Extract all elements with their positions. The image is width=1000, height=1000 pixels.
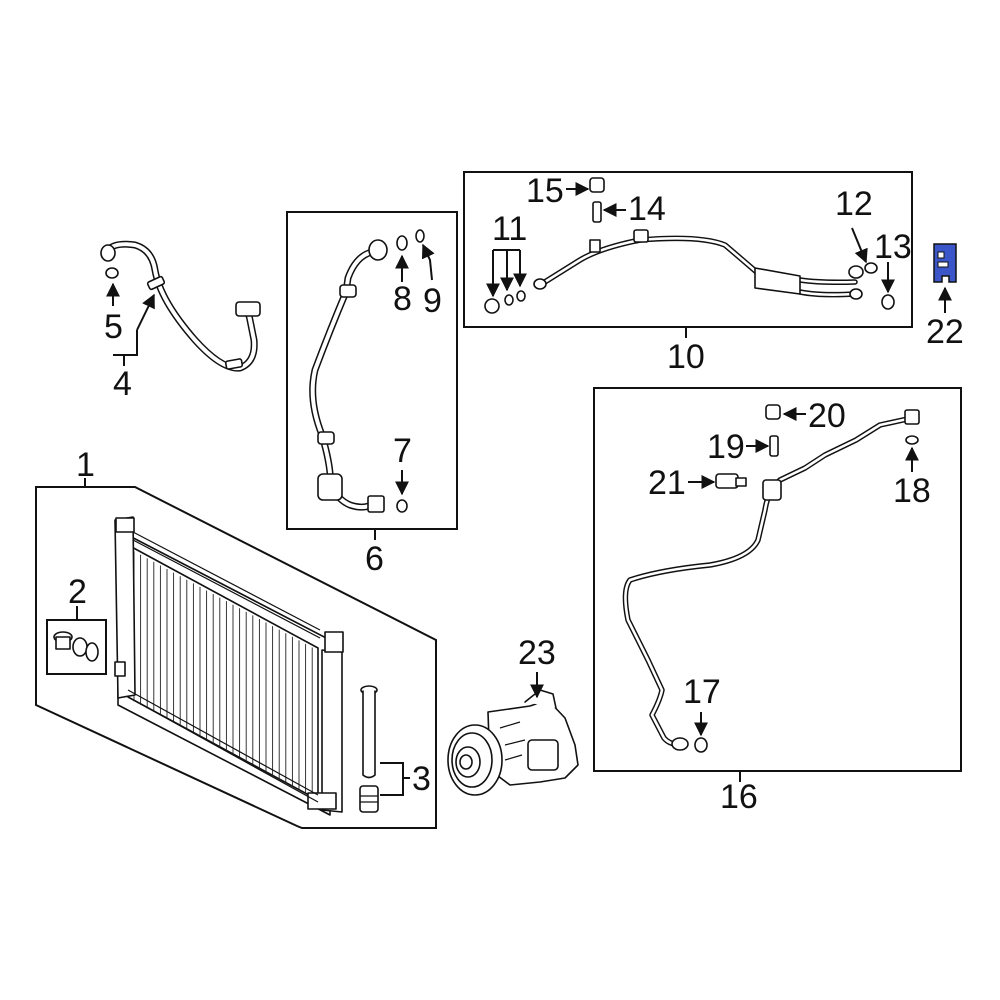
callout-10[interactable]: 10	[667, 338, 705, 376]
callout-9[interactable]: 9	[423, 282, 442, 320]
callout-11[interactable]: 11	[492, 210, 527, 248]
leader-3	[380, 762, 404, 796]
callout-5[interactable]: 5	[104, 308, 123, 346]
callout-18[interactable]: 18	[893, 472, 931, 510]
high-pressure-line	[622, 404, 920, 753]
callout-13[interactable]: 13	[874, 228, 912, 266]
callout-15[interactable]: 15	[526, 172, 564, 210]
condenser-group	[35, 486, 437, 829]
callout-4[interactable]: 4	[113, 365, 132, 403]
callout-19[interactable]: 19	[707, 428, 745, 466]
line10-frame	[463, 171, 913, 328]
callout-16[interactable]: 16	[720, 778, 758, 816]
liquid-line	[484, 177, 895, 314]
callout-2[interactable]: 2	[68, 573, 87, 611]
callout-17[interactable]: 17	[683, 673, 721, 711]
hose6-frame	[286, 211, 458, 530]
callout-labels: 1 2 3 4 5 6 7 8 9 10 11 12 13 14 15 16 1…	[68, 172, 964, 816]
callout-23[interactable]: 23	[518, 634, 556, 672]
suction-hose	[100, 240, 261, 372]
drier-element	[359, 685, 379, 813]
callout-1[interactable]: 1	[76, 446, 95, 484]
callout-7[interactable]: 7	[393, 432, 412, 470]
condenser-core	[114, 516, 344, 816]
callout-12[interactable]: 12	[835, 185, 873, 223]
callout-20[interactable]: 20	[808, 397, 846, 435]
callout-21[interactable]: 21	[648, 464, 686, 502]
callout-6[interactable]: 6	[365, 540, 384, 578]
callout-22[interactable]: 22	[926, 313, 964, 351]
ac-compressor	[447, 689, 579, 796]
callout-3[interactable]: 3	[412, 760, 431, 798]
line16-frame	[593, 387, 962, 772]
discharge-hose	[309, 229, 425, 513]
condenser-frame	[35, 486, 437, 829]
callout-8[interactable]: 8	[393, 280, 412, 318]
pressure-sensor-highlighted	[933, 243, 957, 283]
leaders	[76, 182, 952, 782]
fitting-and-orings	[53, 631, 99, 662]
callout-14[interactable]: 14	[628, 190, 666, 228]
